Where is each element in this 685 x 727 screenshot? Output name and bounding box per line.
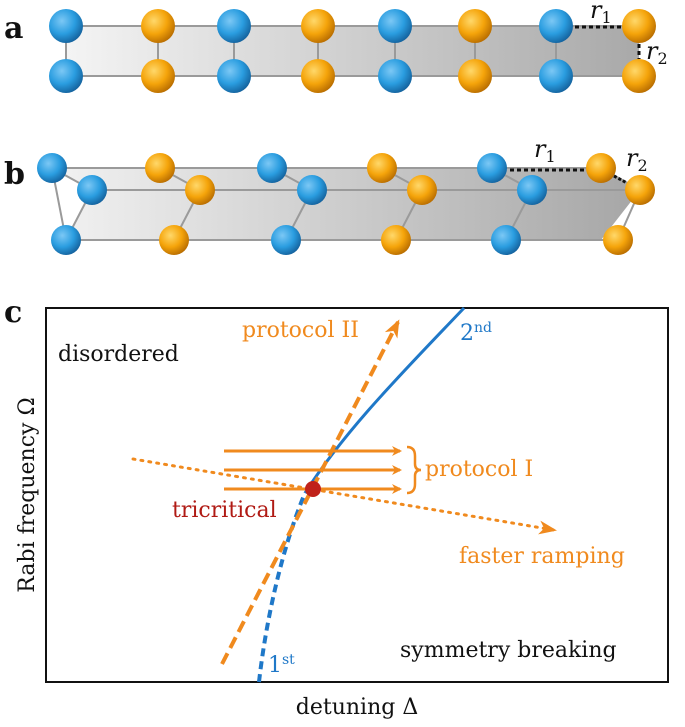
atom-blue xyxy=(477,153,507,183)
atom-orange xyxy=(458,59,492,93)
atom-blue xyxy=(271,225,301,255)
atom-blue xyxy=(37,153,67,183)
atom-blue xyxy=(77,175,107,205)
faster-ramping-arrow xyxy=(131,457,557,535)
atom-orange xyxy=(407,175,437,205)
atom-orange xyxy=(145,153,175,183)
panel-c: c disordered symmetry breaking protocol … xyxy=(4,295,669,720)
atom-orange xyxy=(159,225,189,255)
atom-orange xyxy=(622,59,656,93)
tricritical-label: tricritical xyxy=(172,498,277,523)
r1-label-a: r1 xyxy=(590,0,612,27)
atom-blue xyxy=(217,59,251,93)
r1-label-b: r1 xyxy=(534,135,556,166)
atom-orange xyxy=(141,9,175,43)
atom-blue xyxy=(297,175,327,205)
ladder-sheet-b xyxy=(52,168,640,240)
atom-orange xyxy=(141,59,175,93)
atom-blue xyxy=(491,225,521,255)
panel-b-label: b xyxy=(4,157,25,192)
atom-blue xyxy=(378,59,412,93)
protocol-2-label: protocol II xyxy=(242,318,359,343)
faster-ramping-label: faster ramping xyxy=(459,544,625,569)
atom-blue xyxy=(49,59,83,93)
atom-orange xyxy=(381,225,411,255)
r2-label-b: r2 xyxy=(626,144,648,175)
first-order-label: 1st xyxy=(268,652,295,678)
atom-blue xyxy=(517,175,547,205)
atom-blue xyxy=(257,153,287,183)
second-order-label: 2nd xyxy=(460,320,492,346)
r2-label-a: r2 xyxy=(646,37,668,68)
atom-orange xyxy=(625,175,655,205)
atom-orange xyxy=(367,153,397,183)
phase-diagram-frame xyxy=(45,307,669,683)
atom-blue xyxy=(51,225,81,255)
y-axis-label: Rabi frequency Ω xyxy=(15,397,40,592)
atom-blue xyxy=(49,9,83,43)
atom-blue xyxy=(539,9,573,43)
atom-blue xyxy=(539,59,573,93)
atom-blue xyxy=(378,9,412,43)
first-order-line xyxy=(257,492,307,683)
protocol-1-brace xyxy=(406,445,422,495)
atom-orange xyxy=(185,175,215,205)
protocol-1-label: protocol I xyxy=(425,457,533,482)
panel-b: b xyxy=(4,135,655,255)
atoms-b xyxy=(37,153,655,255)
atom-orange xyxy=(301,9,335,43)
region-label-disordered: disordered xyxy=(58,342,179,367)
atom-orange xyxy=(586,153,616,183)
region-label-symmetry-breaking: symmetry breaking xyxy=(400,638,617,663)
x-axis-label: detuning Δ xyxy=(296,695,418,720)
atoms-a xyxy=(49,9,656,93)
atom-orange xyxy=(622,9,656,43)
tricritical-point xyxy=(305,481,321,497)
atom-orange xyxy=(603,225,633,255)
panel-a: a xyxy=(4,0,668,93)
atom-blue xyxy=(217,9,251,43)
atom-orange xyxy=(301,59,335,93)
panel-c-label: c xyxy=(4,295,22,330)
atom-orange xyxy=(458,9,492,43)
protocol-2-arrow xyxy=(220,319,400,665)
panel-a-label: a xyxy=(4,11,23,46)
r2-marker-b xyxy=(613,174,628,185)
